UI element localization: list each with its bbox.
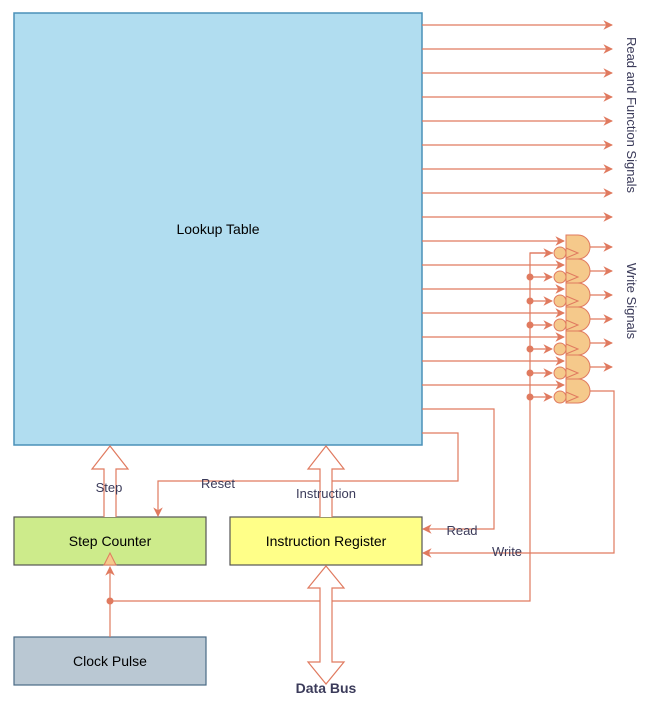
and-gate-icon xyxy=(565,378,591,404)
inverter-bubble-icon xyxy=(553,366,567,380)
inverter-bubble-icon xyxy=(553,318,567,332)
instruction-register-label: Instruction Register xyxy=(266,533,387,549)
clock-edge-icon xyxy=(103,551,117,566)
clock-triangle-icon xyxy=(565,295,580,307)
clock-pulse-block: Clock Pulse xyxy=(13,636,207,686)
inverter-bubble-icon xyxy=(553,294,567,308)
lookup-table-label: Lookup Table xyxy=(176,221,259,237)
write-wire xyxy=(422,390,615,558)
clock-triangle-icon xyxy=(565,319,580,331)
inverter-bubble-icon xyxy=(553,342,567,356)
clock-junction-dot xyxy=(106,597,114,605)
junction-dot xyxy=(526,345,534,353)
inverter-bubble-icon xyxy=(553,246,567,260)
instruction-register-block: Instruction Register xyxy=(229,516,423,566)
lookup-table-block: Lookup Table xyxy=(13,12,423,446)
clock-pulse-label: Clock Pulse xyxy=(73,653,147,669)
junction-dot xyxy=(526,369,534,377)
step-arrow xyxy=(90,445,130,517)
data-bus-arrow xyxy=(306,565,346,685)
junction-dot xyxy=(526,273,534,281)
write-signals-label: Write Signals xyxy=(624,263,639,340)
and-gate-icon xyxy=(565,306,591,332)
step-label: Step xyxy=(96,480,123,495)
clock-triangle-icon xyxy=(565,367,580,379)
read-wire xyxy=(422,408,495,534)
clock-triangle-icon xyxy=(565,391,580,403)
junction-dot xyxy=(526,393,534,401)
instruction-label: Instruction xyxy=(296,486,356,501)
inverter-bubble-icon xyxy=(553,270,567,284)
write-label: Write xyxy=(492,544,522,559)
data-bus-label: Data Bus xyxy=(296,680,357,696)
read-label: Read xyxy=(446,523,477,538)
and-gate-icon xyxy=(565,258,591,284)
and-gate-icon xyxy=(565,330,591,356)
and-gate-icon xyxy=(565,282,591,308)
clock-triangle-icon xyxy=(565,343,580,355)
instruction-arrow xyxy=(306,445,346,517)
junction-dot xyxy=(526,321,534,329)
and-gate-icon xyxy=(565,354,591,380)
inverter-bubble-icon xyxy=(553,390,567,404)
read-function-signals-label: Read and Function Signals xyxy=(624,37,639,194)
step-counter-label: Step Counter xyxy=(69,533,152,549)
and-gate-icon xyxy=(565,234,591,260)
clock-triangle-icon xyxy=(565,247,580,259)
clock-triangle-icon xyxy=(565,271,580,283)
reset-wire xyxy=(153,432,459,517)
reset-label: Reset xyxy=(201,476,235,491)
junction-dot xyxy=(526,297,534,305)
